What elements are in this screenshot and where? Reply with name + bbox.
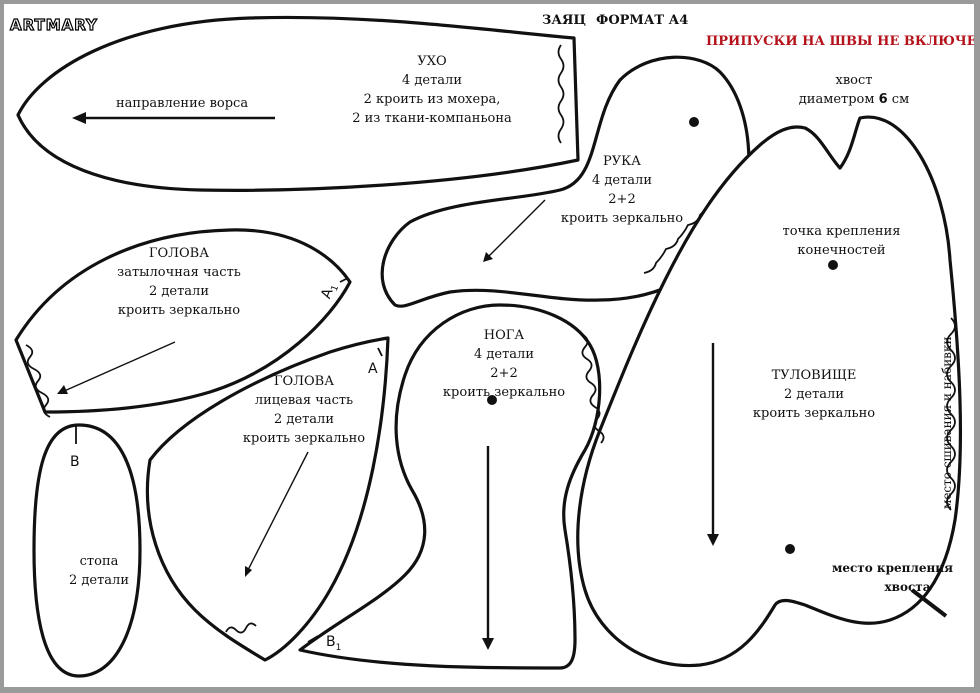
foot-count: 2 детали	[69, 573, 129, 588]
tail-diameter: диаметром 6 см	[798, 92, 910, 107]
seam-allowance-notice: ПРИПУСКИ НА ШВЫ НЕ ВКЛЮЧЕНЫ	[706, 34, 974, 49]
pattern-sheet: ARTMARY ЗАЯЦ ФОРМАТ А4 ПРИПУСКИ НА ШВЫ Н…	[4, 4, 974, 687]
arm-pairs: 2+2	[608, 192, 636, 207]
arm-cut: кроить зеркально	[560, 211, 684, 226]
head-back-count: 2 детали	[149, 284, 209, 299]
pattern-title: ЗАЯЦ	[542, 13, 586, 28]
arm-label: РУКА 4 детали 2+2 кроить зеркально	[552, 152, 692, 228]
head-front-part: лицевая часть	[254, 393, 354, 408]
body-seam-wave	[946, 317, 956, 511]
foot-label: стопа 2 детали	[54, 552, 144, 590]
ear-label: УХО 4 детали 2 кроить из мохера, 2 из тк…	[342, 52, 522, 128]
foot-piece	[32, 423, 142, 678]
ear-count: 4 детали	[402, 73, 462, 88]
arm-name: РУКА	[602, 154, 642, 169]
foot-mark: B	[70, 454, 80, 470]
head-front-arrow	[246, 451, 309, 573]
pattern-drawing	[14, 15, 963, 678]
foot-name: стопа	[79, 554, 119, 569]
body-label: ТУЛОВИЩЕ 2 детали кроить зеркально	[744, 366, 884, 423]
leg-pairs: 2+2	[490, 366, 518, 381]
head-back-name: ГОЛОВА	[148, 246, 210, 261]
head-front-count: 2 детали	[274, 412, 334, 427]
head-back-label: ГОЛОВА затылочная часть 2 детали кроить …	[104, 244, 254, 320]
tail-label: хвост диаметром 6 см	[789, 71, 919, 109]
leg-seam-wave	[581, 334, 605, 444]
head-front-piece	[145, 336, 390, 662]
leg-name: НОГА	[483, 328, 525, 343]
head-back-cut: кроить зеркально	[117, 303, 241, 318]
body-count: 2 детали	[784, 387, 844, 402]
tail-place-label: место крепления хвоста	[831, 561, 954, 594]
arm-count: 4 детали	[592, 173, 652, 188]
head-front-name: ГОЛОВА	[273, 374, 335, 389]
format-label: ФОРМАТ А4	[596, 13, 689, 28]
ear-cut-companion: 2 из ткани-компаньона	[352, 111, 512, 126]
artmary-logo: ARTMARY	[9, 15, 98, 34]
ear-piece	[16, 15, 580, 192]
leg-count: 4 детали	[474, 347, 534, 362]
head-front-cut: кроить зеркально	[242, 431, 366, 446]
head-back-arrow	[61, 341, 176, 393]
head-back-part: затылочная часть	[117, 265, 241, 280]
tail-place-mark	[910, 588, 948, 618]
head-back-piece	[14, 228, 352, 414]
head-front-mark: A	[368, 361, 378, 377]
arm-arrow	[486, 199, 546, 259]
stuffing-opening-label: место сшивания и набивки	[940, 336, 954, 509]
tail-name: хвост	[835, 73, 873, 88]
body-piece	[576, 115, 963, 668]
body-cut: кроить зеркально	[752, 406, 876, 421]
ear-seam-wave	[557, 44, 565, 144]
body-name: ТУЛОВИЩЕ	[771, 368, 857, 383]
leg-piece	[298, 303, 602, 670]
head-front-label: ГОЛОВА лицевая часть 2 детали кроить зер…	[229, 372, 379, 448]
ear-cut-mohair: 2 кроить из мохера,	[363, 92, 501, 107]
ear-name: УХО	[417, 54, 447, 69]
head-front-seam-wave	[225, 622, 257, 634]
leg-label: НОГА 4 детали 2+2 кроить зеркально	[434, 326, 574, 402]
limb-attach-label: точка крепления конечностей	[782, 224, 901, 258]
arm-piece	[380, 55, 751, 308]
leg-cut: кроить зеркально	[442, 385, 566, 400]
head-back-seam-wave	[25, 344, 51, 418]
leg-mark: B1	[326, 634, 342, 653]
pile-direction-label: направление ворса	[116, 96, 249, 111]
